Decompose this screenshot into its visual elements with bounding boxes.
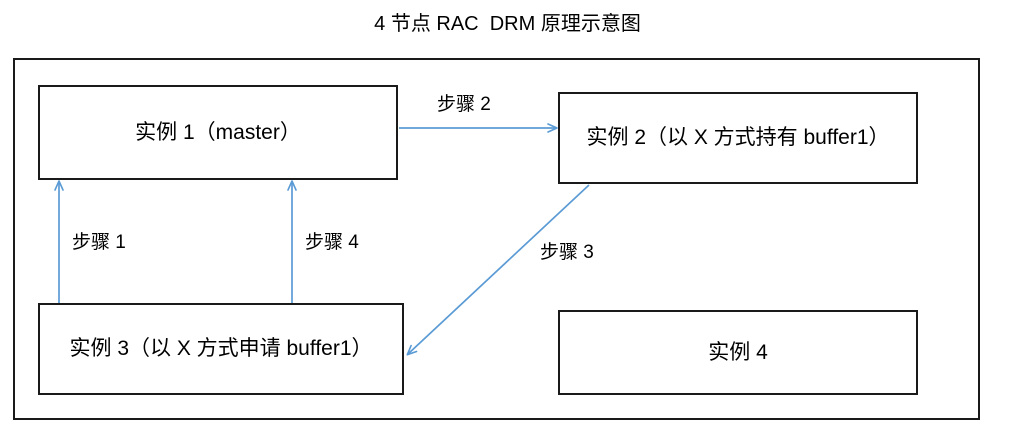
node-box-instance-2[interactable]: 实例 2（以 X 方式持有 buffer1） [558,92,918,184]
step-label-2: 步骤 2 [437,94,491,115]
step-label-1: 步骤 1 [72,232,126,253]
diagram-title: 4 节点 RAC DRM 原理示意图 [374,13,641,35]
node-label-instance-1: 实例 1（master） [135,120,301,144]
step-label-4: 步骤 4 [305,232,359,253]
diagram-outer-frame [13,58,980,420]
node-label-instance-4: 实例 4 [708,340,768,364]
step-label-3: 步骤 3 [540,242,594,263]
node-box-instance-4[interactable]: 实例 4 [558,310,918,395]
node-label-instance-3: 实例 3（以 X 方式申请 buffer1） [69,337,373,360]
node-box-instance-3[interactable]: 实例 3（以 X 方式申请 buffer1） [38,303,404,395]
node-label-instance-2: 实例 2（以 X 方式持有 buffer1） [586,126,890,149]
node-box-instance-1[interactable]: 实例 1（master） [38,85,398,180]
